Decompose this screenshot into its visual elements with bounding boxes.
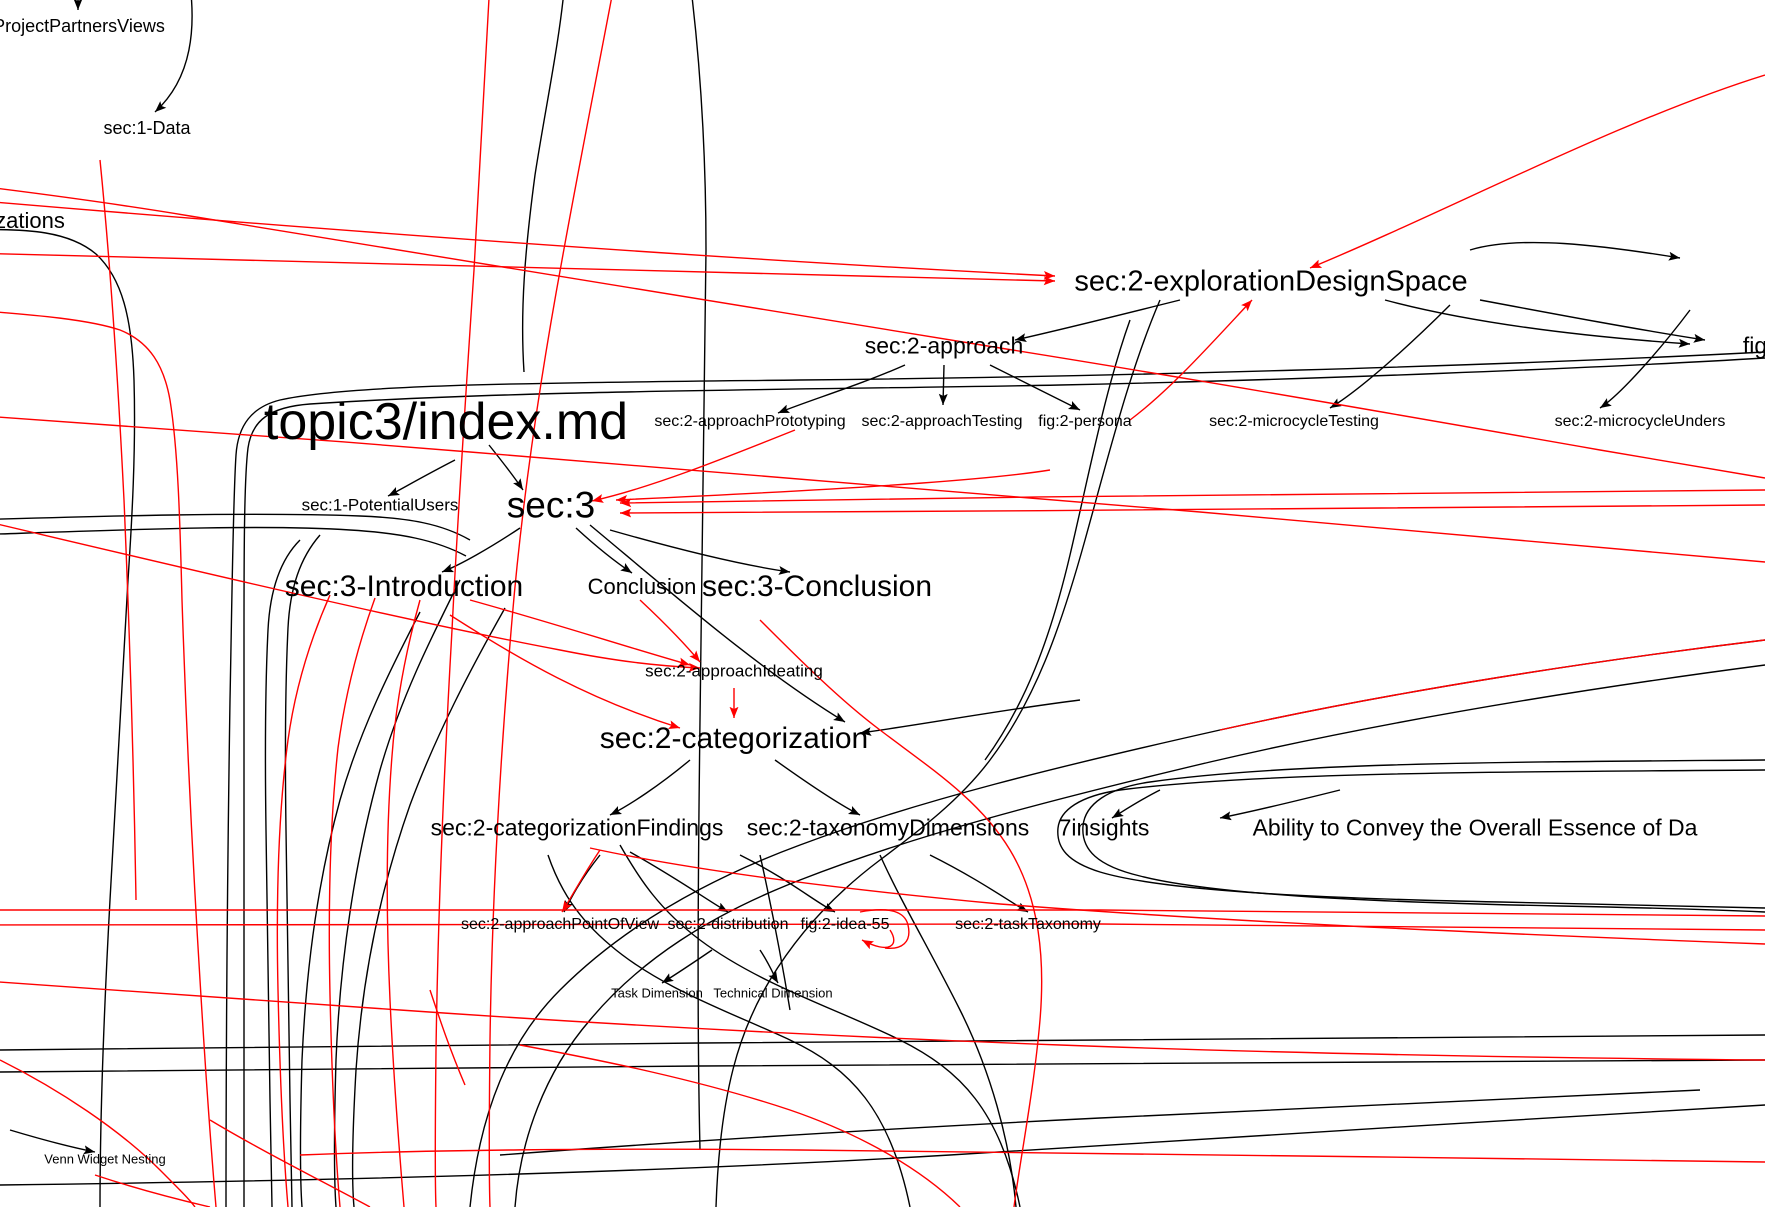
node-fig-right[interactable]: fig: [1742, 332, 1765, 359]
node-7insights[interactable]: 7insights: [1058, 814, 1150, 841]
node-microcycle-understanding[interactable]: sec:2-microcycleUnders: [1554, 413, 1726, 430]
node-fig2-idea-55[interactable]: fig:2-idea-55: [800, 916, 890, 933]
backlink-edges: [0, 74, 1765, 950]
node-projectPartnersViews[interactable]: -ProjectPartnersViews: [0, 16, 165, 36]
node-taxonomy-dimensions[interactable]: sec:2-taxonomyDimensions: [746, 814, 1030, 841]
node-approach-ideating[interactable]: sec:2-approachIdeating: [645, 661, 823, 681]
node-topic3-index-md[interactable]: topic3/index.md: [263, 393, 629, 451]
node-exploration-design-space[interactable]: sec:2-explorationDesignSpace: [1074, 265, 1468, 298]
node-fig2-persona[interactable]: fig:2-persona: [1038, 413, 1132, 430]
node-sec3-introduction[interactable]: sec:3-Introduction: [284, 570, 524, 603]
node-ability-to-convey-essence[interactable]: Ability to Convey the Overall Essence of…: [1252, 814, 1698, 841]
node-task-taxonomy[interactable]: sec:2-taskTaxonomy: [955, 916, 1101, 933]
node-conclusion[interactable]: Conclusion: [587, 574, 697, 599]
node-zations[interactable]: zations: [0, 208, 65, 233]
node-sec1-potential-users[interactable]: sec:1-PotentialUsers: [301, 495, 459, 515]
node-task-dimension[interactable]: Task Dimension: [611, 985, 703, 1001]
node-sec3-conclusion[interactable]: sec:3-Conclusion: [701, 570, 933, 603]
node-sec1-data[interactable]: sec:1-Data: [103, 118, 191, 138]
node-sec2-categorization[interactable]: sec:2-categorization: [599, 722, 869, 755]
node-technical-dimension[interactable]: Technical Dimension: [713, 985, 833, 1001]
node-approach-prototyping[interactable]: sec:2-approachPrototyping: [654, 413, 846, 430]
node-venn-widget-nesting[interactable]: Venn Widget Nesting: [44, 1151, 166, 1167]
node-sec2-distribution[interactable]: sec:2-distribution: [667, 916, 789, 933]
node-sec2-approach[interactable]: sec:2-approach: [864, 332, 1024, 359]
node-approach-testing[interactable]: sec:2-approachTesting: [861, 413, 1023, 430]
node-microcycle-testing[interactable]: sec:2-microcycleTesting: [1209, 413, 1379, 430]
node-sec3[interactable]: sec:3: [506, 484, 596, 526]
forward-edges: [9, 0, 1706, 1155]
node-approach-point-of-view[interactable]: sec:2-approachPointOfView: [460, 916, 660, 933]
node-categorization-findings[interactable]: sec:2-categorizationFindings: [430, 814, 724, 841]
